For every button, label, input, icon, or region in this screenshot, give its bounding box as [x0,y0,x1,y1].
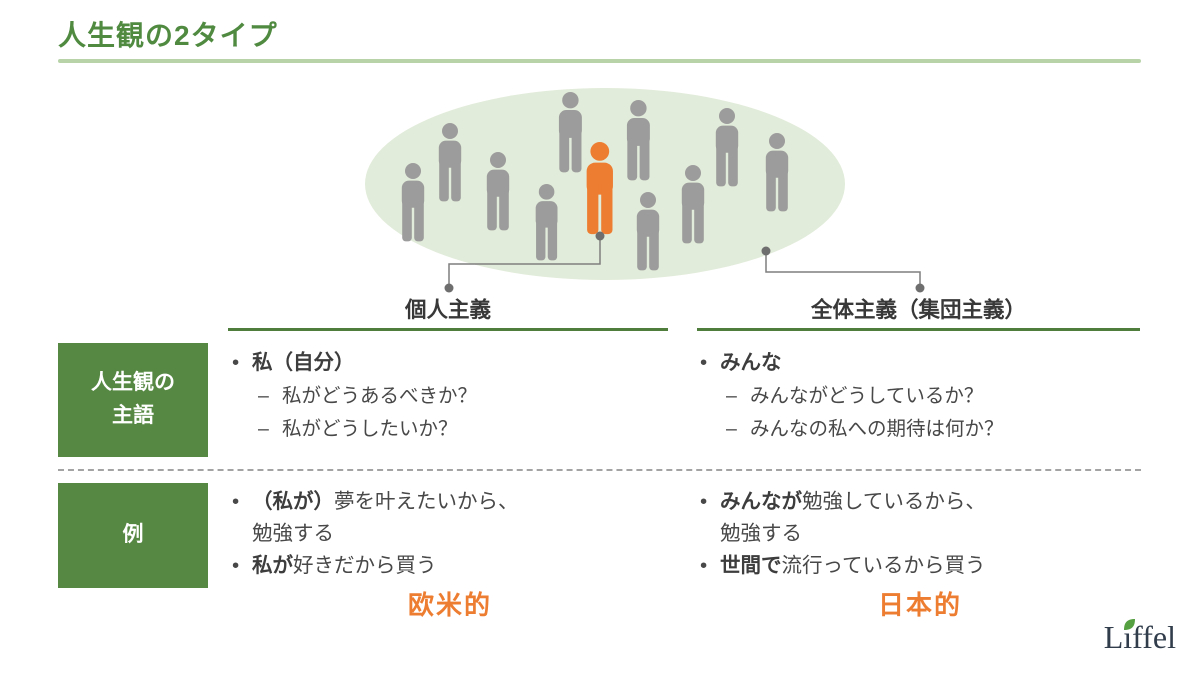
person-icon [531,184,562,262]
subject-list-collectivism: • みんな – みんながどうしているか？ – みんなの私への期待は何か？ [700,345,1140,446]
subject-sub: 私がどうしたいか？ [282,418,458,440]
leaf-icon [1123,619,1135,630]
person-icon [482,152,514,232]
tag-western: 欧米的 [407,590,492,620]
subject-lead: 私（自分） [252,351,355,374]
bullet-icon: • [232,554,240,577]
list-item: – 私がどうしたいか？ [232,413,668,446]
person-icon [622,100,655,182]
list-item: • 私が好きだから買う [232,550,668,582]
list-item: – みんなの私への期待は何か？ [700,413,1140,446]
row-label-line: 人生観の [91,371,175,395]
subject-list-individualism: • 私（自分） – 私がどうあるべきか？ – 私がどうしたいか？ [232,345,668,446]
dash-icon: – [258,418,269,440]
subject-sub: みんながどうしているか？ [750,385,984,407]
highlighted-person-icon [581,142,619,236]
subject-sub: みんなの私への期待は何か？ [750,418,1004,440]
column-header-collectivism: 全体主義（集団主義） [697,294,1140,331]
dash-icon: – [726,418,737,440]
example-text: 世間で流行っているから買う [720,554,986,577]
list-item: – みんながどうしているか？ [700,380,1140,413]
example-text: みんなが勉強しているから、勉強する [720,490,986,545]
row-label-subject: 人生観の 主語 [58,343,208,457]
bullet-icon: • [700,351,708,374]
example-text: （私が）夢を叶えたいから、勉強する [252,490,519,545]
example-list-individualism: • （私が）夢を叶えたいから、勉強する • 私が好きだから買う 欧米的 [232,486,668,622]
list-item: • 世間で流行っているから買う [700,550,1140,582]
person-icon [434,123,466,203]
list-item: • 私（自分） [232,345,668,380]
slide-title: 人生観の2タイプ [58,20,278,51]
bullet-icon: • [232,351,240,374]
bullet-icon: • [700,490,708,513]
person-icon [677,165,709,245]
subject-lead: みんな [720,351,782,374]
liffel-logo: Lıffel [1104,619,1176,661]
person-icon [761,133,793,213]
row-label-line: 主語 [112,404,154,427]
row-label-example: 例 [58,483,208,588]
logo-rest: ffel [1132,619,1176,655]
tag-japanese: 日本的 [877,590,962,620]
person-icon [397,163,429,243]
column-header-individualism: 個人主義 [228,294,668,331]
person-icon [632,192,664,272]
list-item: • みんな [700,345,1140,380]
logo-letter-i: ı [1123,619,1133,655]
subject-sub: 私がどうあるべきか？ [282,385,478,407]
row-divider-dashed [58,469,1141,471]
dash-icon: – [258,385,269,407]
bullet-icon: • [232,490,240,513]
example-text: 私が好きだから買う [252,554,437,577]
list-item: • （私が）夢を叶えたいから、勉強する [232,486,668,550]
logo-letter-l: L [1103,619,1124,655]
example-list-collectivism: • みんなが勉強しているから、勉強する • 世間で流行っているから買う 日本的 [700,486,1140,622]
person-icon [554,92,587,174]
title-divider [58,59,1141,63]
dash-icon: – [726,385,737,407]
list-item: • みんなが勉強しているから、勉強する [700,486,1140,550]
list-item: – 私がどうあるべきか？ [232,380,668,413]
person-icon [711,108,743,188]
row-label-line: 例 [122,523,144,547]
bullet-icon: • [700,554,708,577]
